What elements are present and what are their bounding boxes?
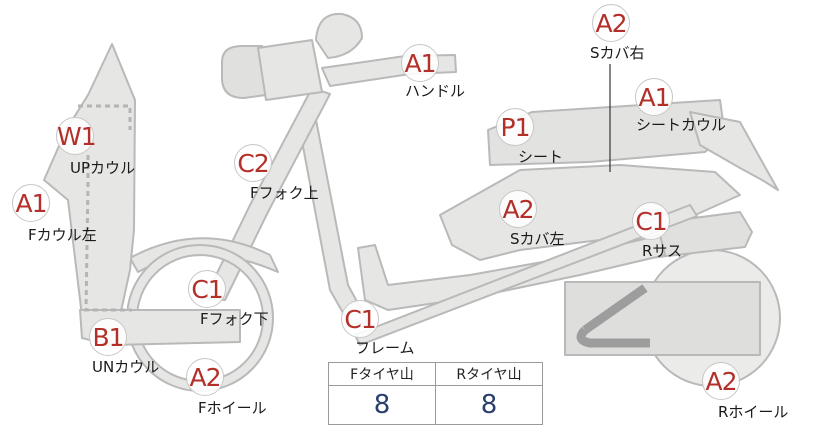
rear-tyre-header: Rタイヤ山: [435, 362, 543, 386]
label-s-cover-left: Sカバ左: [510, 230, 565, 248]
muffler-shape: [564, 281, 761, 356]
grade-f-wheel: A2: [186, 358, 224, 396]
label-frame: フレーム: [355, 339, 415, 357]
label-r-suspension: Rサス: [642, 242, 683, 260]
grade-un-cowl: B1: [89, 318, 127, 356]
grade-r-suspension: C1: [632, 202, 670, 240]
front-tyre-value: 8: [328, 385, 436, 425]
label-f-cowl-left: Fカウル左: [28, 226, 97, 244]
seat-cowl-shape: [689, 111, 779, 191]
rear-tyre-value: 8: [435, 385, 543, 425]
grade-up-cowl: W1: [56, 117, 97, 155]
mirror-shape: [315, 12, 363, 59]
label-handle: ハンドル: [405, 82, 466, 100]
label-seat: シート: [518, 148, 564, 166]
grade-seat: P1: [496, 108, 534, 146]
tyre-tread-table: Fタイヤ山 Rタイヤ山 8 8: [328, 362, 543, 425]
grade-s-cover-left: A2: [499, 190, 537, 228]
label-s-cover-right: Sカバ右: [590, 44, 645, 62]
grade-frame: C1: [341, 300, 379, 338]
grade-s-cover-right: A2: [592, 4, 630, 42]
label-up-cowl: UPカウル: [70, 159, 136, 177]
frame-tube: [297, 119, 369, 326]
label-seat-cowl: シートカウル: [636, 116, 727, 134]
label-f-wheel: Fホイール: [198, 399, 267, 417]
grade-seat-cowl: A1: [635, 78, 673, 116]
grade-r-wheel: A2: [702, 362, 740, 400]
grade-handle: A1: [401, 44, 439, 82]
grade-fork-upper: C2: [234, 144, 272, 182]
label-un-cowl: UNカウル: [92, 358, 160, 376]
label-r-wheel: Rホイール: [718, 403, 789, 421]
label-fork-upper: Fフォク上: [250, 184, 319, 202]
front-tyre-header: Fタイヤ山: [328, 362, 436, 386]
grade-fork-lower: C1: [188, 270, 226, 308]
front-cowl-shape: [43, 43, 136, 317]
label-fork-lower: Fフォク下: [200, 310, 269, 328]
grade-f-cowl-left: A1: [12, 184, 50, 222]
